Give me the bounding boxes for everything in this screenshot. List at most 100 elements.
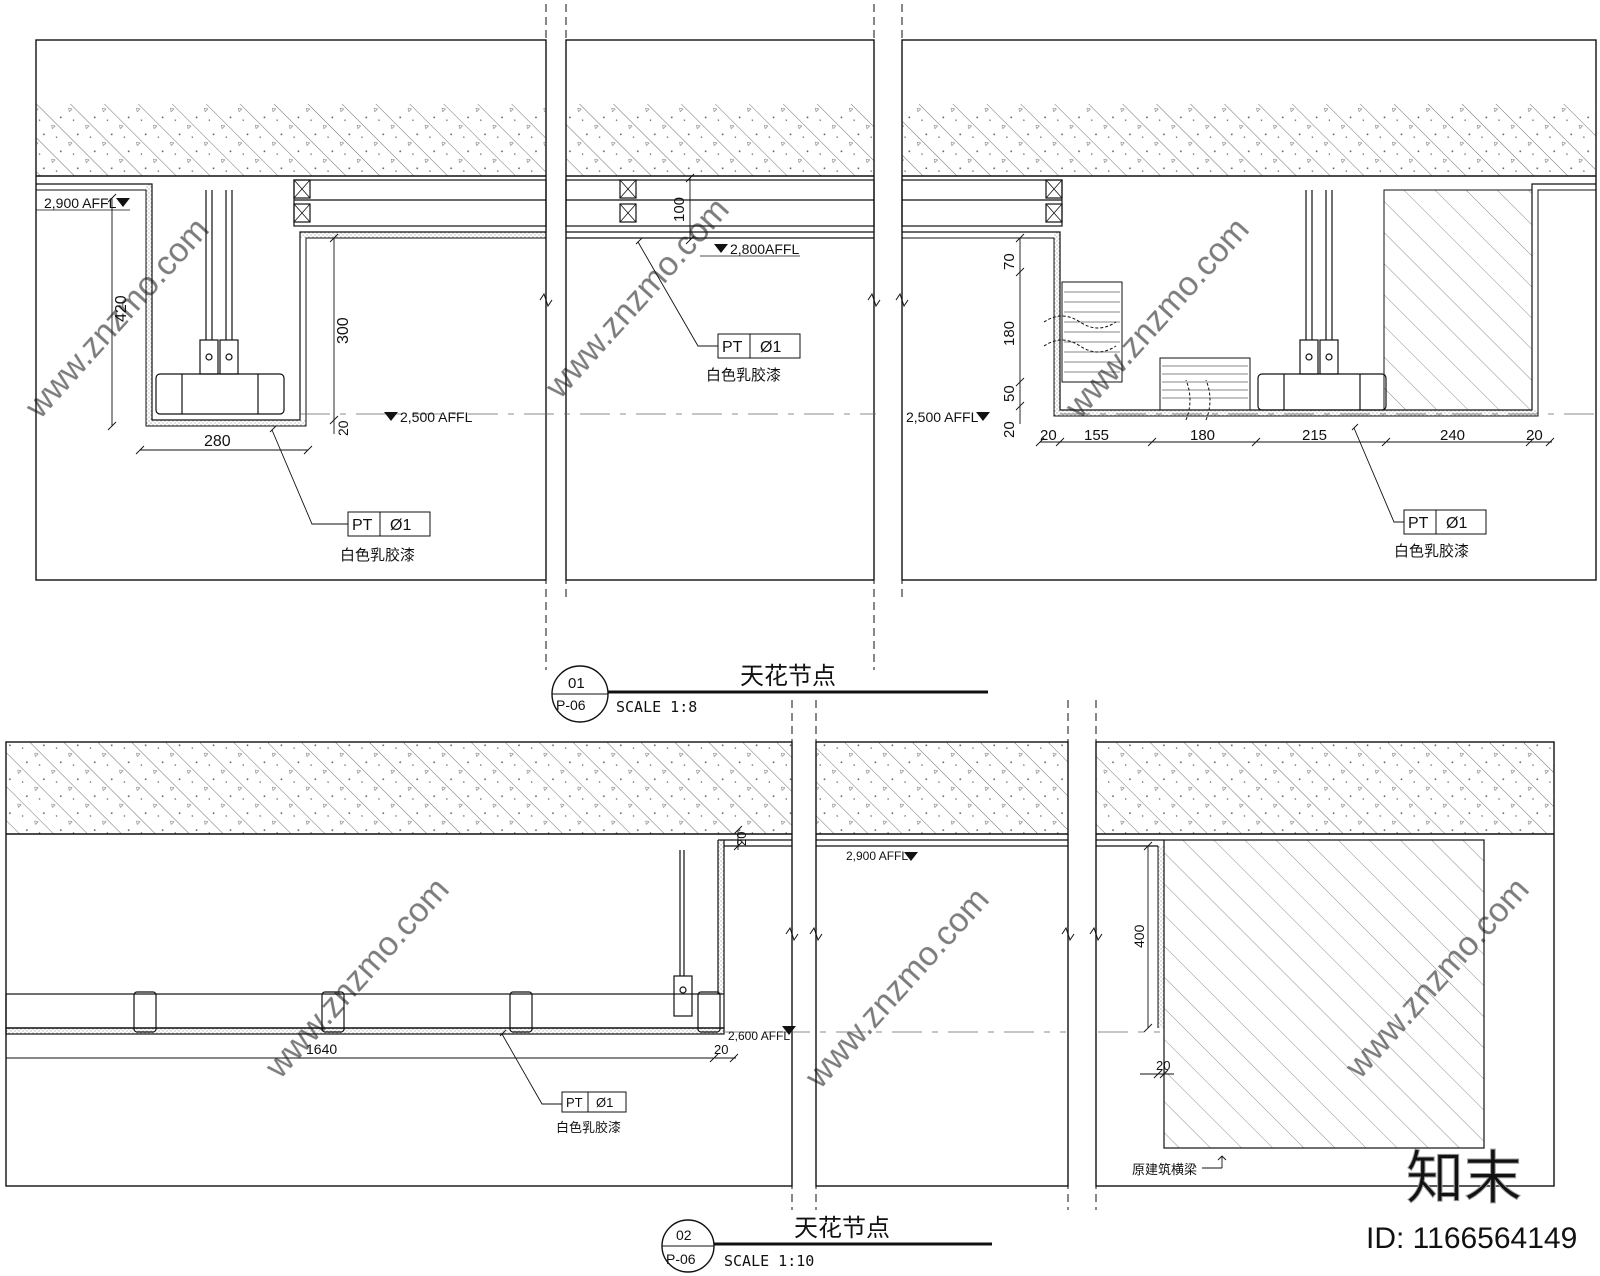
level-label-2500: 2,500 AFFL bbox=[400, 409, 473, 425]
existing-beam bbox=[1163, 839, 1485, 1149]
concrete-slab bbox=[902, 104, 1596, 176]
dim-20-top: 20 bbox=[734, 832, 749, 846]
tag-code: PT bbox=[566, 1095, 583, 1110]
ceiling-rail bbox=[5, 991, 725, 1035]
board-fill bbox=[300, 232, 546, 238]
beam-leader bbox=[1202, 1155, 1227, 1169]
detail-02 bbox=[5, 700, 1555, 1210]
board-fill bbox=[1158, 846, 1164, 1028]
board-fill bbox=[146, 420, 306, 426]
dimension-lines bbox=[107, 173, 1555, 455]
board-fill bbox=[1054, 232, 1060, 416]
watermark-site-text: www.znzmo.com bbox=[1057, 210, 1257, 426]
board-fill bbox=[1054, 410, 1538, 416]
level-marker-icon bbox=[384, 412, 398, 421]
level-label-2900: 2,900 AFFL bbox=[44, 195, 117, 211]
material-tag bbox=[561, 1091, 627, 1113]
dim-50: 50 bbox=[1001, 385, 1018, 402]
level-marker-icon bbox=[714, 244, 728, 253]
concrete-slab bbox=[566, 104, 874, 176]
break-symbol bbox=[539, 292, 909, 308]
concrete-slab bbox=[1096, 742, 1554, 834]
dim-100: 100 bbox=[671, 197, 688, 222]
level-label-2500: 2,500 AFFL bbox=[906, 409, 979, 425]
tag-material: 白色乳胶漆 bbox=[1394, 543, 1469, 560]
tag-material: 白色乳胶漆 bbox=[340, 547, 415, 564]
dim-70: 70 bbox=[1001, 253, 1018, 270]
tag-number: Ø1 bbox=[1446, 515, 1467, 532]
dimension-lines bbox=[6, 825, 1174, 1079]
ceiling-board-mid bbox=[816, 839, 1164, 847]
board-fill bbox=[146, 184, 152, 426]
dim-155: 155 bbox=[1084, 427, 1109, 444]
air-diffuser bbox=[1043, 281, 1251, 421]
dim-180: 180 bbox=[1190, 427, 1215, 444]
dim-20: 20 bbox=[1526, 427, 1543, 444]
detail-02-text: 20 2,900 AFFL 2,600 AFFL 1640 20 400 20 … bbox=[306, 832, 1197, 1177]
tag-code: PT bbox=[1408, 515, 1429, 532]
level-marker-icon bbox=[904, 852, 918, 861]
logo-watermark: 知末 ID: 1166564149 bbox=[1366, 1146, 1577, 1256]
dim-20: 20 bbox=[1001, 421, 1018, 438]
watermark-logo: 知末 bbox=[1406, 1146, 1522, 1211]
detail-01 bbox=[35, 4, 1597, 670]
detail-scale: SCALE 1:10 bbox=[724, 1252, 814, 1270]
track-light-fixture bbox=[155, 190, 285, 415]
hanger-rod bbox=[673, 850, 693, 1017]
break-symbol bbox=[785, 926, 1103, 942]
dim-20: 20 bbox=[1040, 427, 1057, 444]
ceiling-board-mid bbox=[566, 231, 874, 239]
break-lines bbox=[545, 4, 903, 670]
tag-leader bbox=[499, 1029, 507, 1037]
dim-280: 280 bbox=[204, 433, 231, 450]
dim-400: 400 bbox=[1131, 924, 1147, 948]
detail-number: 02 bbox=[676, 1227, 692, 1243]
dim-1640: 1640 bbox=[306, 1041, 337, 1057]
dim-420: 420 bbox=[113, 295, 130, 322]
tag-number: Ø1 bbox=[596, 1095, 613, 1110]
timber-joists bbox=[293, 179, 1063, 227]
tag-number: Ø1 bbox=[760, 339, 781, 356]
beam-label: 原建筑横梁 bbox=[1132, 1162, 1197, 1177]
detail-02-title-block: 02 P-06 天花节点 SCALE 1:10 bbox=[661, 1215, 992, 1273]
dim-300: 300 bbox=[335, 317, 352, 344]
ceiling-board-vertical bbox=[717, 839, 792, 994]
sheet-number: P-06 bbox=[666, 1251, 696, 1267]
concrete-slab bbox=[816, 742, 1068, 834]
break-lines bbox=[791, 700, 1097, 1210]
level-marker-icon bbox=[976, 412, 990, 421]
detail-scale: SCALE 1:8 bbox=[616, 698, 697, 716]
dim-20-beam: 20 bbox=[1156, 1058, 1170, 1073]
level-label-2800: 2,800AFFL bbox=[730, 241, 799, 257]
dim-20-bottom: 20 bbox=[714, 1042, 728, 1057]
level-label-2900: 2,900 AFFL bbox=[846, 849, 908, 863]
board-fill bbox=[718, 840, 724, 994]
concrete-slab bbox=[36, 104, 546, 176]
tag-material: 白色乳胶漆 bbox=[706, 367, 781, 384]
dim-180: 180 bbox=[1001, 321, 1018, 346]
existing-beam bbox=[1383, 189, 1533, 411]
detail-title: 天花节点 bbox=[740, 663, 836, 690]
tag-code: PT bbox=[722, 339, 743, 356]
level-label-2600: 2,600 AFFL bbox=[728, 1029, 790, 1043]
track-light-fixture bbox=[1257, 190, 1387, 411]
level-marker-icon bbox=[782, 1026, 796, 1035]
tag-leaders bbox=[269, 237, 1404, 525]
sheet-number: P-06 bbox=[556, 697, 586, 713]
level-marker-icon bbox=[116, 198, 130, 207]
detail-01-title-block: 01 P-06 天花节点 SCALE 1:8 bbox=[551, 663, 988, 723]
watermark-site-text: www.znzmo.com bbox=[257, 870, 457, 1086]
dim-240: 240 bbox=[1440, 427, 1465, 444]
tag-code: PT bbox=[352, 517, 373, 534]
tag-leader bbox=[501, 1033, 562, 1105]
dim-215: 215 bbox=[1302, 427, 1327, 444]
watermark-id: ID: 1166564149 bbox=[1366, 1222, 1577, 1255]
concrete-slab bbox=[6, 742, 792, 834]
tag-number: Ø1 bbox=[390, 517, 411, 534]
tag-material: 白色乳胶漆 bbox=[556, 1120, 621, 1135]
detail-number: 01 bbox=[568, 675, 585, 692]
detail-01-text: 2,900 AFFL 2,800AFFL 2,500 AFFL 2,500 AF… bbox=[44, 195, 1543, 564]
dim-20: 20 bbox=[335, 420, 351, 436]
detail-title: 天花节点 bbox=[794, 1215, 890, 1242]
